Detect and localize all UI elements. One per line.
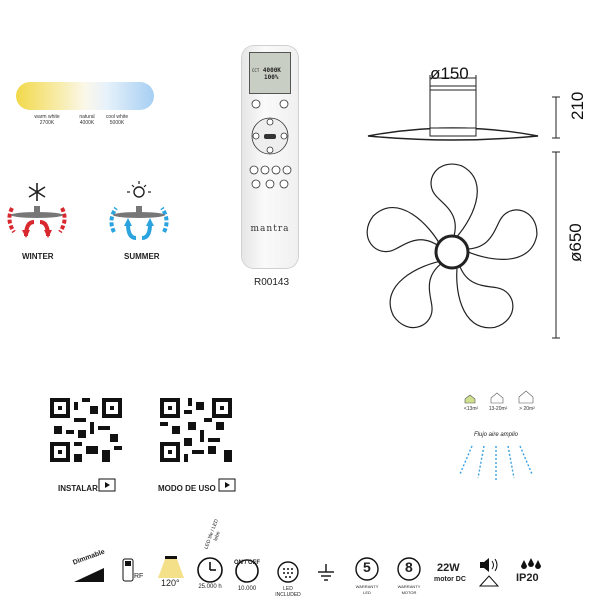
- winter-label: WINTER: [22, 252, 54, 261]
- airflow-label: Flujo aire amplio: [474, 432, 519, 438]
- power-label: 22W: [437, 562, 460, 574]
- room-small: <13m²: [463, 406, 479, 412]
- warranty-motor-years: 8: [405, 559, 413, 575]
- room-large: > 20m²: [519, 406, 535, 412]
- fan-top-diagram: [361, 163, 544, 339]
- remote-model: R00143: [254, 277, 290, 288]
- qr-install-icon[interactable]: [50, 398, 122, 462]
- airflow-arrows-icon: [459, 445, 533, 480]
- led-included-icon: [277, 561, 299, 583]
- qr-usage-icon[interactable]: [160, 398, 232, 462]
- remote-screen: CCT 4000K 100%: [249, 52, 291, 94]
- usage-label[interactable]: MODO DE USO: [158, 484, 216, 493]
- dim-diameter: ø650: [566, 223, 585, 262]
- warranty-motor-icon: [397, 557, 421, 581]
- remote-rf-icon: [122, 558, 134, 582]
- video-play-icon: [218, 478, 236, 492]
- house-small-icon: [464, 394, 476, 404]
- led-included-label: LED INCLUDED: [275, 586, 301, 598]
- warranty-motor-label: WARRANTY MOTOR: [397, 584, 421, 595]
- remote-rf-label: RF: [134, 573, 144, 580]
- dimmable-icon: [74, 568, 104, 582]
- color-temp-bar: [16, 82, 154, 110]
- ground-icon: [318, 564, 334, 581]
- video-play-icon: [98, 478, 116, 492]
- beam-angle-label: 120°: [161, 578, 180, 588]
- led-life-title: LED life / LED lebe: [203, 518, 222, 551]
- motor-label: motor DC: [434, 576, 466, 583]
- house-medium-icon: [490, 392, 504, 404]
- house-large-icon: [518, 390, 534, 404]
- summer-mode-icon: [109, 181, 169, 240]
- room-medium: 13-20m²: [488, 406, 508, 412]
- warranty-led-icon: [355, 557, 379, 581]
- safety-class-icon: [478, 575, 500, 587]
- dim-height: 210: [568, 91, 587, 120]
- on-off-icon: [235, 559, 259, 583]
- warranty-led-label: WARRANTY LED: [355, 584, 379, 595]
- dim-top-diameter: ø150: [430, 64, 469, 83]
- ip-label: IP20: [516, 572, 539, 584]
- remote-control: CCT 4000K 100% mantra: [242, 46, 298, 268]
- drops-icon: [521, 558, 541, 569]
- beam-angle-icon: [158, 556, 184, 578]
- install-label[interactable]: INSTALAR: [58, 484, 98, 493]
- speaker-icon: [480, 558, 498, 572]
- winter-mode-icon: [7, 183, 67, 238]
- fan-side-diagram: [367, 75, 560, 339]
- led-life-label: 25.000 h: [198, 584, 222, 590]
- summer-label: SUMMER: [124, 252, 160, 261]
- on-off-title: ON / OFF: [234, 560, 260, 566]
- on-off-cycles: 10.000: [237, 586, 257, 592]
- warranty-led-years: 5: [363, 559, 371, 575]
- led-life-icon: [197, 557, 223, 583]
- remote-brand: mantra: [250, 224, 290, 234]
